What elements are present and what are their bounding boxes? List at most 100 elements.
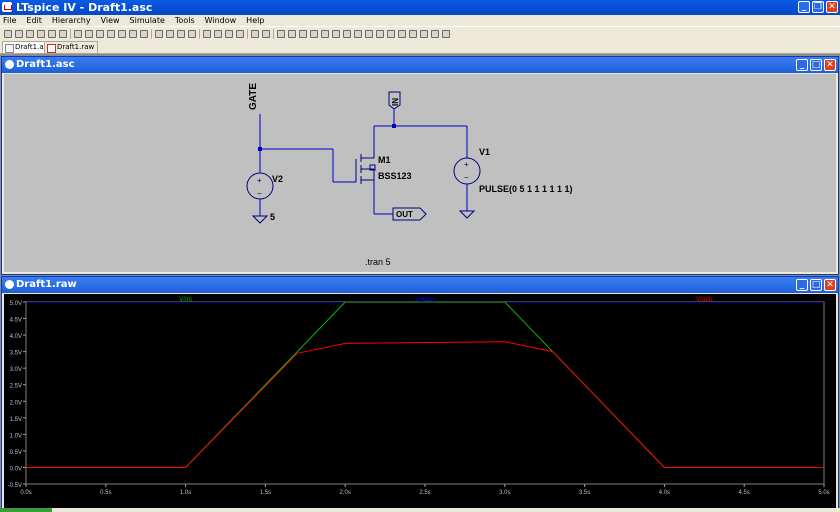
- toolbar-separator: [70, 28, 71, 39]
- drag-icon[interactable]: [376, 29, 384, 38]
- schematic-minimize-button[interactable]: _: [796, 59, 808, 71]
- nmos-transistor-m1[interactable]: [355, 152, 376, 184]
- autorange-icon[interactable]: [129, 29, 137, 38]
- zoom-fit-icon[interactable]: [107, 29, 115, 38]
- halt-icon[interactable]: [59, 29, 67, 38]
- new-schematic-icon[interactable]: [4, 29, 12, 38]
- menu-help[interactable]: Help: [246, 16, 265, 25]
- m1-label: M1: [378, 155, 391, 165]
- minimize-button[interactable]: _: [798, 1, 810, 13]
- menu-file[interactable]: File: [3, 16, 17, 25]
- waveform-close-button[interactable]: ✕: [824, 279, 836, 291]
- x-tick-label: 2.5s: [419, 490, 430, 496]
- menu-simulate[interactable]: Simulate: [129, 16, 165, 25]
- spice-directive-icon[interactable]: [442, 29, 450, 38]
- wire-icon[interactable]: [277, 29, 285, 38]
- menu-edit[interactable]: Edit: [26, 16, 42, 25]
- y-tick-label: 2.0V: [10, 400, 22, 406]
- print-preview-icon[interactable]: [262, 29, 270, 38]
- control-panel-icon[interactable]: [37, 29, 45, 38]
- mdi-workspace: Draft1.asc _ □ ✕ GATE +: [0, 54, 840, 512]
- label-net-icon[interactable]: [299, 29, 307, 38]
- undo-icon[interactable]: [387, 29, 395, 38]
- inductor-icon[interactable]: [332, 29, 340, 38]
- pan-icon[interactable]: [85, 29, 93, 38]
- find-icon[interactable]: [236, 29, 244, 38]
- toolbar: [0, 26, 840, 41]
- close-button[interactable]: ✕: [826, 1, 838, 13]
- y-tick-label: 3.5V: [10, 351, 22, 357]
- y-tick-label: 0.5V: [10, 450, 22, 456]
- x-tick-label: 4.5s: [739, 490, 750, 496]
- text-icon[interactable]: [431, 29, 439, 38]
- component-icon[interactable]: [354, 29, 362, 38]
- voltage-source-v2[interactable]: + −: [246, 172, 274, 224]
- toolbar-separator: [151, 28, 152, 39]
- menu-view[interactable]: View: [100, 16, 120, 25]
- waveform-chart[interactable]: -0.5V0.0V0.5V1.0V1.5V2.0V2.5V3.0V3.5V4.0…: [4, 294, 834, 507]
- menu-tools[interactable]: Tools: [174, 16, 195, 25]
- v1-value: PULSE(0 5 1 1 1 1 1 1): [479, 184, 573, 194]
- y-tick-label: -0.5V: [8, 483, 22, 489]
- x-tick-label: 2.0s: [340, 490, 351, 496]
- diode-icon[interactable]: [343, 29, 351, 38]
- move-icon[interactable]: [365, 29, 373, 38]
- v2-label: V2: [272, 174, 283, 184]
- tile-vertical-icon[interactable]: [166, 29, 174, 38]
- x-tick-label: 0.0s: [20, 490, 31, 496]
- v1-label: V1: [479, 147, 490, 157]
- zoom-cancel-icon[interactable]: [118, 29, 126, 38]
- cut-icon[interactable]: [203, 29, 211, 38]
- waveform-minimize-button[interactable]: _: [796, 279, 808, 291]
- x-tick-label: 4.0s: [659, 490, 670, 496]
- schematic-close-button[interactable]: ✕: [824, 59, 836, 71]
- status-indicator: [0, 508, 52, 512]
- spice-directive[interactable]: .tran 5: [365, 257, 391, 267]
- restore-button[interactable]: ❐: [812, 1, 824, 13]
- schematic-maximize-button[interactable]: □: [810, 59, 822, 71]
- trace-label: V(out): [696, 297, 712, 303]
- rotate-icon[interactable]: [409, 29, 417, 38]
- toolbar-separator: [247, 28, 248, 39]
- svg-text:−: −: [257, 189, 262, 198]
- waveform-window-titlebar[interactable]: Draft1.raw _ □ ✕: [2, 277, 838, 293]
- toolbar-separator: [199, 28, 200, 39]
- ground-icon[interactable]: [288, 29, 296, 38]
- plot-frame: [25, 301, 825, 485]
- zoom-in-icon[interactable]: [74, 29, 82, 38]
- zoom-out-icon[interactable]: [96, 29, 104, 38]
- copy-icon[interactable]: [214, 29, 222, 38]
- series-line-vout: [26, 341, 824, 468]
- svg-text:+: +: [257, 176, 262, 185]
- schematic-window-titlebar[interactable]: Draft1.asc _ □ ✕: [2, 57, 838, 73]
- redo-icon[interactable]: [398, 29, 406, 38]
- y-tick-label: 0.0V: [10, 466, 22, 472]
- mirror-icon[interactable]: [420, 29, 428, 38]
- cascade-icon[interactable]: [177, 29, 185, 38]
- y-tick-label: 4.0V: [10, 334, 22, 340]
- x-tick-label: 1.0s: [180, 490, 191, 496]
- open-icon[interactable]: [15, 29, 23, 38]
- document-tab-bar: Draft1.asc Draft1.raw: [0, 40, 840, 54]
- menu-hierarchy[interactable]: Hierarchy: [51, 16, 91, 25]
- schematic-canvas[interactable]: GATE + − V2 5 IN: [4, 74, 836, 272]
- waveform-maximize-button[interactable]: □: [810, 279, 822, 291]
- close-window-icon[interactable]: [188, 29, 196, 38]
- run-icon[interactable]: [48, 29, 56, 38]
- capacitor-icon[interactable]: [321, 29, 329, 38]
- svg-text:OUT: OUT: [396, 210, 413, 219]
- save-icon[interactable]: [26, 29, 34, 38]
- menu-window[interactable]: Window: [204, 16, 237, 25]
- x-tick-label: 3.5s: [579, 490, 590, 496]
- tile-horizontal-icon[interactable]: [155, 29, 163, 38]
- grid-icon[interactable]: [140, 29, 148, 38]
- paste-icon[interactable]: [225, 29, 233, 38]
- voltage-source-v1[interactable]: + −: [453, 157, 481, 219]
- tab-label: Draft1.asc: [15, 43, 52, 51]
- print-icon[interactable]: [251, 29, 259, 38]
- tab-draft1-raw[interactable]: Draft1.raw: [44, 41, 99, 54]
- resistor-icon[interactable]: [310, 29, 318, 38]
- menu-bar: File Edit Hierarchy View Simulate Tools …: [0, 15, 840, 26]
- waveform-window-title: Draft1.raw: [16, 279, 77, 290]
